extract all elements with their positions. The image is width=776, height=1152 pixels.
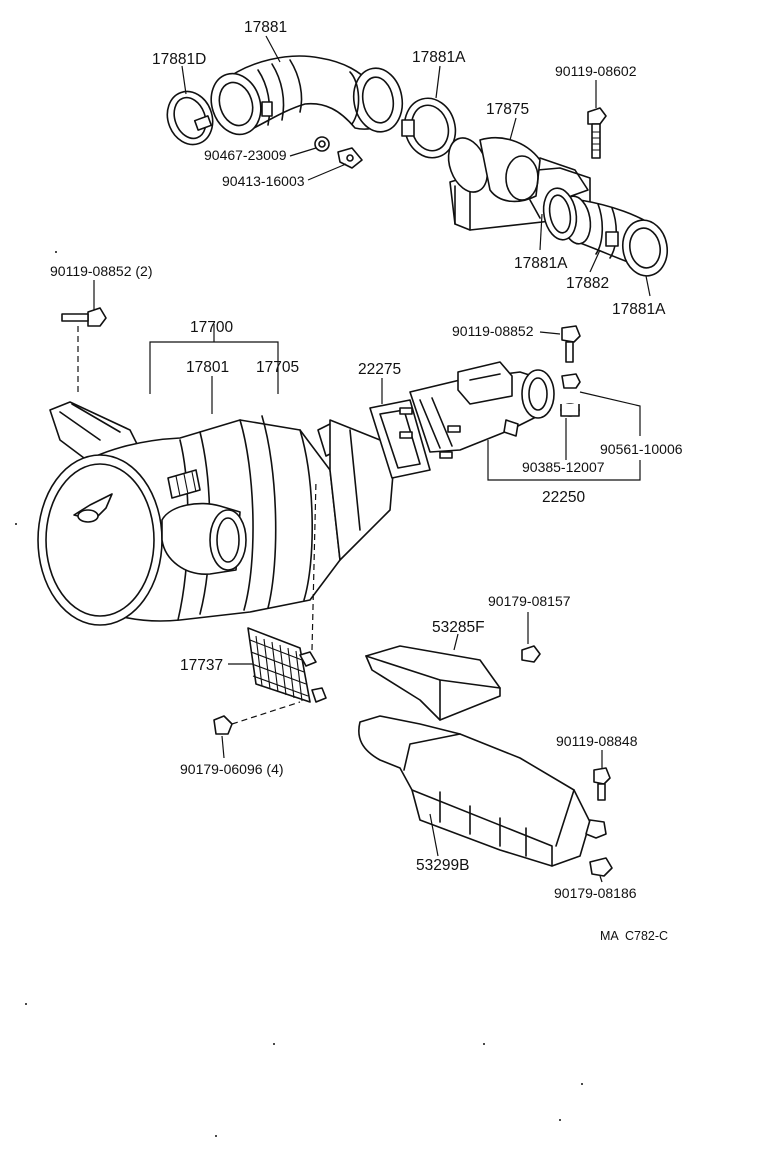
- label-17881D: 17881D: [152, 51, 206, 68]
- nut-90179-08186: [589, 857, 613, 877]
- label-90413-16003: 90413-16003: [222, 173, 305, 189]
- air-duct-53299B: [358, 715, 607, 867]
- label-17881: 17881: [244, 19, 287, 36]
- label-22275: 22275: [358, 361, 401, 378]
- air-duct-53285F: [365, 645, 501, 721]
- leader-lines: [93, 35, 651, 883]
- label-53299B: 53299B: [416, 857, 469, 874]
- clip-90467-23009: [314, 136, 330, 152]
- label-90119-08848: 90119-08848: [556, 733, 638, 749]
- label-17801: 17801: [186, 359, 229, 376]
- scan-specks: [15, 251, 583, 1137]
- hose-clamp-17881A-top: [401, 97, 457, 159]
- bolt-90119-08852-2: [61, 307, 107, 396]
- nut-90179-06096: [213, 701, 301, 735]
- label-90119-08602: 90119-08602: [555, 63, 637, 79]
- label-90467-23009: 90467-23009: [204, 147, 287, 163]
- label-90179-08157: 90179-08157: [488, 593, 571, 609]
- hose-17882: [542, 187, 669, 277]
- label-90179-08186: 90179-08186: [554, 885, 637, 901]
- label-90119-08852-2: 90119-08852 (2): [50, 263, 152, 279]
- label-17875: 17875: [486, 101, 529, 118]
- label-53285F: 53285F: [432, 619, 485, 636]
- label-17700: 17700: [190, 319, 233, 336]
- label-17882: 17882: [566, 275, 609, 292]
- cushion-90385-12007: [560, 403, 580, 417]
- label-17737: 17737: [180, 657, 223, 674]
- screen-17737: [247, 479, 327, 703]
- bolt-90119-08852: [561, 325, 581, 363]
- diagram-code: MA C782-C: [600, 929, 668, 943]
- label-17881A-top: 17881A: [412, 49, 466, 66]
- label-90385-12007: 90385-12007: [522, 459, 605, 475]
- label-17881A-mid: 17881A: [514, 255, 568, 272]
- label-22250: 22250: [542, 489, 585, 506]
- intake-hose-17881: [166, 55, 404, 146]
- air-cleaner-assembly-17700: [37, 401, 396, 626]
- label-90561-10006: 90561-10006: [600, 441, 683, 457]
- bolt-90119-08602: [587, 107, 607, 159]
- part-labels: 17881 17881D 17881A 90119-08602 17875 90…: [50, 19, 683, 943]
- air-flow-meter-22250: [399, 361, 555, 459]
- bolt-90119-08848: [593, 767, 611, 801]
- grommet-90561-10006: [561, 373, 581, 389]
- gasket-22275: [369, 399, 431, 479]
- label-90119-08852: 90119-08852: [452, 323, 534, 339]
- label-90179-06096-4: 90179-06096 (4): [180, 761, 284, 777]
- nut-90179-08157: [521, 645, 541, 663]
- label-17705: 17705: [256, 359, 299, 376]
- clip-90413-16003: [337, 147, 363, 169]
- label-17881A-right: 17881A: [612, 301, 666, 318]
